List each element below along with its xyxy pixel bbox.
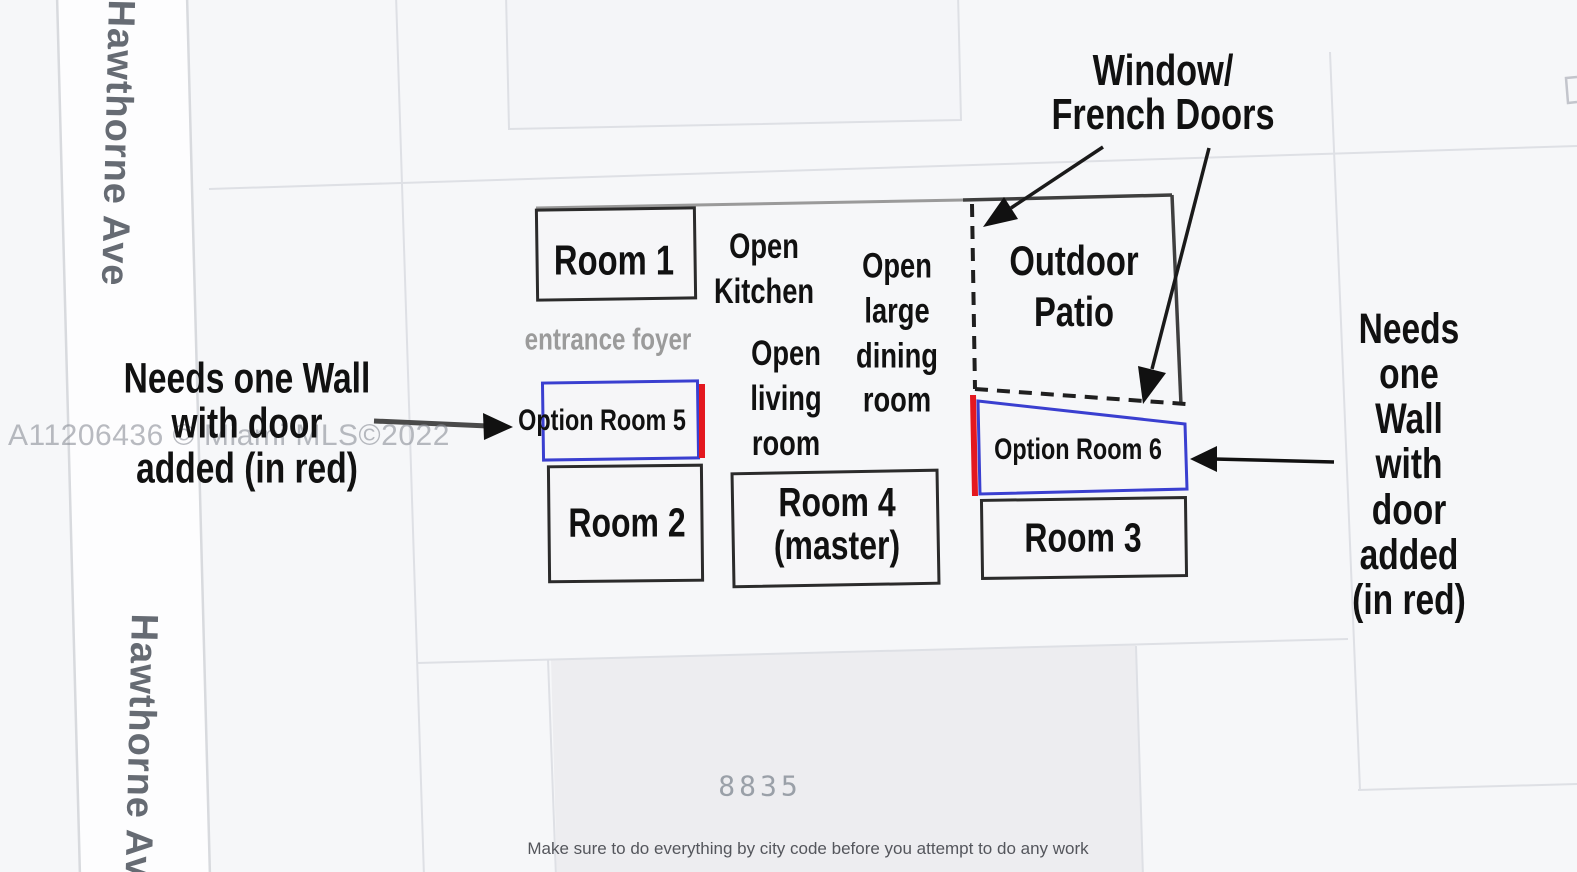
- right-note-arrow-shaft: [1213, 457, 1335, 464]
- parcel-line-right-vertical: [1329, 51, 1361, 791]
- window-arrow1-head: [983, 197, 1018, 227]
- parcel-line-8835-left: [547, 658, 557, 872]
- parcel-line-left-vertical: [395, 0, 425, 872]
- open-living-room-label: Open living room: [750, 333, 822, 463]
- street-edge-left: [55, 0, 82, 872]
- window-french-doors-note: Window/ French Doors: [1051, 46, 1275, 139]
- option-room5-label: Option Room 5: [518, 404, 686, 438]
- street-label-hawthorne-bottom: Hawthorne Ave: [116, 613, 165, 872]
- room4-box: [730, 468, 941, 589]
- option-room5-box: [540, 379, 701, 462]
- option-room6-new-wall-red: [970, 394, 978, 497]
- parcel-line-8835-right: [1135, 645, 1144, 872]
- parcel-number: 8835: [718, 769, 802, 803]
- left-note-arrowhead: [483, 413, 513, 440]
- parcel-line-bottom-boundary: [416, 638, 1349, 664]
- room1-box: [534, 206, 698, 302]
- parcel-8835-fill: [551, 645, 1143, 872]
- parcel-line-diagonal: [208, 145, 1577, 190]
- room1-label: Room 1: [553, 236, 675, 284]
- mls-watermark: A11206436 © Miami MLS©2022: [8, 419, 450, 452]
- patio-right-wall: [1170, 194, 1183, 406]
- patio-bottom-dashed-french-doors: [974, 387, 1187, 406]
- parcel-corner-fragment: [1564, 75, 1577, 105]
- street-band: [57, 0, 210, 872]
- patio-left-dashed-french-doors: [970, 203, 977, 390]
- patio-top-wall: [962, 193, 1173, 202]
- room3-label: Room 3: [1024, 514, 1142, 561]
- open-kitchen-label: Open Kitchen: [713, 227, 815, 311]
- room2-label: Room 2: [568, 499, 686, 546]
- entrance-foyer-label: entrance foyer: [524, 321, 692, 357]
- city-code-note: Make sure to do everything by city code …: [527, 839, 1089, 858]
- left-wall-note: Needs one Wall with door added (in red): [123, 354, 371, 493]
- room3-box: [979, 496, 1189, 580]
- room2-box: [546, 463, 705, 584]
- window-arrow2-head: [1138, 366, 1166, 404]
- left-note-arrow-shaft: [373, 418, 489, 429]
- window-arrow2-shaft: [1150, 147, 1211, 370]
- room4-master-label: Room 4 (master): [773, 478, 901, 568]
- option-room6-box: [976, 399, 1189, 496]
- open-large-dining-room-label: Open large dining room: [856, 246, 938, 420]
- parcel-top: [505, 0, 963, 131]
- house-top-wall: [535, 198, 964, 210]
- outdoor-patio-label: Outdoor Patio: [1009, 236, 1139, 335]
- window-arrow1-shaft: [1010, 145, 1104, 210]
- right-wall-note: Needs one Wall with door added (in red): [1352, 305, 1466, 624]
- street-edge-right: [185, 0, 212, 872]
- option-room6-label: Option Room 6: [994, 433, 1162, 467]
- right-note-arrowhead: [1190, 446, 1217, 472]
- street-label-hawthorne-top: Hawthorne Ave: [93, 0, 142, 287]
- parcel-line-bottom-right: [1357, 783, 1577, 791]
